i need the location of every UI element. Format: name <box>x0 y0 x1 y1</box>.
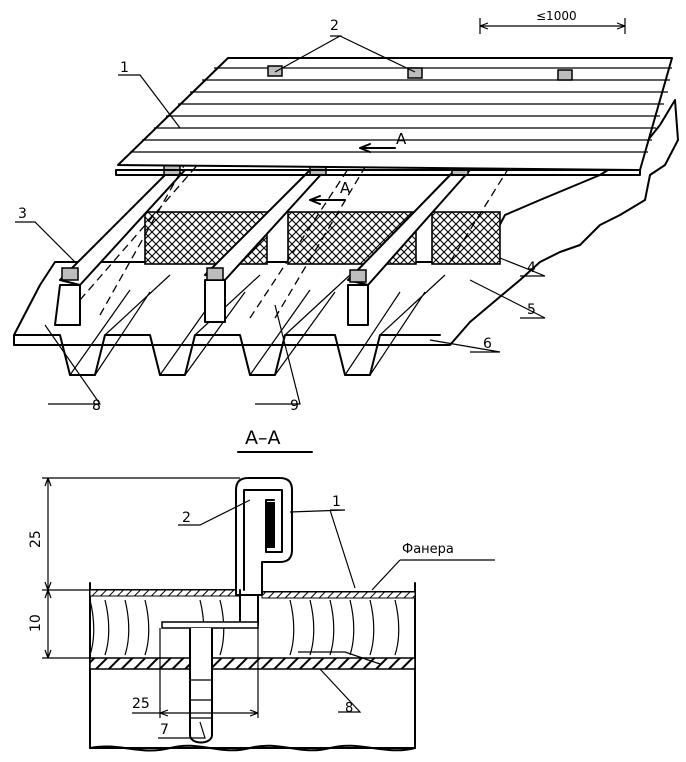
section-mark-upper: A <box>396 130 407 148</box>
height-dimension-lines <box>42 477 240 659</box>
section-callout-leaders <box>158 499 381 739</box>
width-dimension-line <box>132 628 259 718</box>
bracket-plate <box>161 621 259 629</box>
callout-4: 4 <box>527 260 536 276</box>
break-line-bottom <box>89 744 416 752</box>
callout-leaders <box>15 35 546 405</box>
purlins <box>54 162 471 326</box>
fastener-screw <box>189 628 213 744</box>
callout-5: 5 <box>527 302 536 318</box>
hidden-lines <box>79 69 571 319</box>
spacing-dimension-line <box>479 18 626 34</box>
section-arrow-lower <box>309 195 346 205</box>
section-view: A–A 25 10 25 Фанера 2 <box>28 427 495 752</box>
section-callout-1: 1 <box>332 494 341 510</box>
section-mark-lower: A <box>340 179 351 197</box>
height-dimension-upper: 25 <box>28 530 44 548</box>
callout-8: 8 <box>92 398 101 414</box>
base-slab <box>13 99 679 346</box>
material-label: Фанера <box>402 542 454 557</box>
isometric-view: A A ≤1000 1 2 3 4 5 6 8 9 <box>13 9 679 414</box>
deck-ribs <box>69 274 446 376</box>
callout-2: 2 <box>330 18 339 34</box>
width-dimension-label: 25 <box>132 696 150 712</box>
section-arrow-upper <box>359 143 396 153</box>
height-dimension-lower: 10 <box>28 614 44 632</box>
section-callout-8: 8 <box>345 701 353 716</box>
callout-6: 6 <box>483 336 492 352</box>
spacing-dimension-label: ≤1000 <box>536 9 577 23</box>
corrugated-deck-profile <box>13 334 441 376</box>
material-leader <box>371 559 495 591</box>
section-callout-7: 7 <box>160 722 169 738</box>
standing-seam <box>235 477 293 596</box>
callout-3: 3 <box>18 206 27 222</box>
callout-9: 9 <box>290 398 299 414</box>
roof-sheets <box>115 57 673 176</box>
callout-1: 1 <box>120 60 129 76</box>
section-title: A–A <box>245 427 281 449</box>
section-callout-2: 2 <box>182 510 191 526</box>
insulation-block <box>431 211 501 265</box>
deck-plate-hatched <box>89 657 416 670</box>
